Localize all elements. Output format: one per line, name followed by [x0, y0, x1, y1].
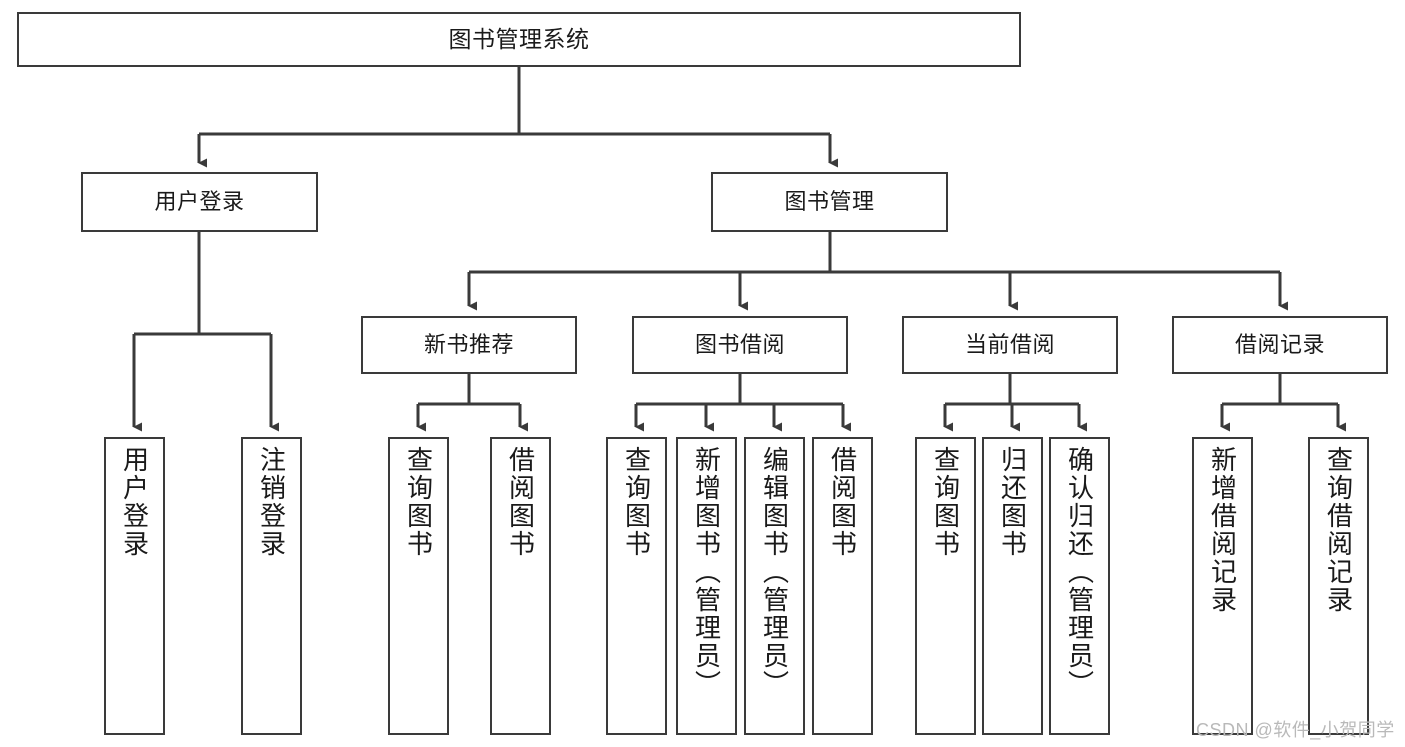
node-label: 借阅记录	[1234, 331, 1325, 357]
leaf-borrow-book-recommend[interactable]: 借阅图书	[490, 437, 551, 735]
node-label: 新书推荐	[423, 331, 514, 357]
node-current-borrow[interactable]: 当前借阅	[902, 316, 1118, 374]
leaf-add-book-admin[interactable]: 新增图书（管理员）	[676, 437, 737, 735]
node-label: 注销登录	[256, 446, 287, 558]
leaf-query-book-recommend[interactable]: 查询图书	[388, 437, 449, 735]
node-label: 查询图书	[621, 446, 652, 558]
node-book-management[interactable]: 图书管理	[711, 172, 948, 232]
leaf-query-book-current[interactable]: 查询图书	[915, 437, 976, 735]
node-label: 新增借阅记录	[1207, 446, 1238, 614]
node-book-borrow[interactable]: 图书借阅	[632, 316, 848, 374]
node-label: 查询借阅记录	[1323, 446, 1354, 614]
node-label: 查询图书	[403, 446, 434, 558]
node-label: 用户登录	[119, 446, 150, 558]
node-label: 图书借阅	[694, 331, 785, 357]
node-label: 用户登录	[154, 188, 245, 214]
node-label: 图书管理系统	[448, 25, 590, 52]
node-borrow-record[interactable]: 借阅记录	[1172, 316, 1388, 374]
csdn-watermark: CSDN @软件_小贺同学	[1196, 720, 1395, 740]
node-label: 当前借阅	[964, 331, 1055, 357]
leaf-query-borrow-record[interactable]: 查询借阅记录	[1308, 437, 1369, 735]
node-label: 查询图书	[930, 446, 961, 558]
leaf-add-borrow-record[interactable]: 新增借阅记录	[1192, 437, 1253, 735]
leaf-borrow-book-borrow[interactable]: 借阅图书	[812, 437, 873, 735]
node-label: 编辑图书（管理员）	[759, 446, 790, 698]
node-label: 借阅图书	[505, 446, 536, 558]
node-label: 图书管理	[784, 188, 875, 214]
node-user-login[interactable]: 用户登录	[81, 172, 318, 232]
leaf-user-login[interactable]: 用户登录	[104, 437, 165, 735]
leaf-return-book[interactable]: 归还图书	[982, 437, 1043, 735]
leaf-edit-book-admin[interactable]: 编辑图书（管理员）	[744, 437, 805, 735]
node-root-system[interactable]: 图书管理系统	[17, 12, 1021, 67]
leaf-confirm-return-admin[interactable]: 确认归还（管理员）	[1049, 437, 1110, 735]
node-label: 借阅图书	[827, 446, 858, 558]
node-label: 新增图书（管理员）	[691, 446, 722, 698]
leaf-logout-login[interactable]: 注销登录	[241, 437, 302, 735]
node-label: 归还图书	[997, 446, 1028, 558]
node-new-book-recommend[interactable]: 新书推荐	[361, 316, 577, 374]
leaf-query-book-borrow[interactable]: 查询图书	[606, 437, 667, 735]
node-label: 确认归还（管理员）	[1064, 446, 1095, 698]
